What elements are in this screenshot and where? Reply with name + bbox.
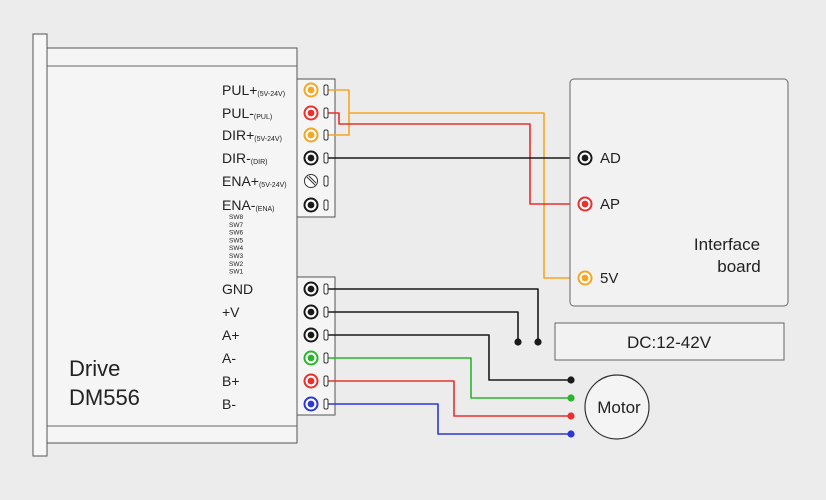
board-pin-label: AD [600, 150, 621, 167]
board-pin: AP [577, 196, 620, 213]
wire-junction [567, 430, 575, 438]
power-terminal-row: A- [222, 350, 329, 366]
dip-switch-label: SW5 [229, 237, 243, 244]
terminal-port [304, 174, 329, 188]
terminal-sublabel: (5V-24V) [254, 136, 282, 143]
dip-switch-label: SW3 [229, 253, 243, 260]
wire-b-plus [327, 380, 571, 417]
board-pin: AD [577, 150, 621, 167]
wire-b-minus [327, 403, 571, 435]
terminal-label: GND [222, 281, 253, 297]
terminal-port [303, 150, 329, 166]
power-terminal-block [296, 276, 336, 416]
terminal-port [303, 82, 329, 98]
wire-junction [567, 376, 575, 384]
terminal-label: A- [222, 350, 236, 366]
power-terminal-row: GND [222, 281, 329, 297]
terminal-label: A+ [222, 327, 240, 343]
interface-board-body [569, 78, 789, 307]
power-supply: DC:12-42V [554, 322, 785, 361]
wire-a-minus [327, 357, 571, 399]
dip-switch-label: SW1 [229, 269, 243, 276]
dip-switch-label: SW8 [229, 214, 243, 221]
power-supply-label: DC:12-42V [627, 333, 712, 352]
terminal-sublabel: (ENA) [255, 206, 274, 213]
terminal-label: +V [222, 304, 240, 320]
motor: Motor [584, 374, 650, 440]
driver-model: DM556 [69, 385, 140, 410]
board-pin-label: AP [600, 196, 620, 213]
signal-terminal-block [296, 78, 336, 218]
power-terminal-row: A+ [222, 327, 329, 343]
wire-junction [567, 394, 575, 402]
wire-ap [327, 112, 580, 205]
terminal-port [303, 127, 329, 143]
power-terminal-row: B- [222, 396, 329, 412]
dip-switch-label: SW4 [229, 245, 243, 252]
terminal-port [303, 197, 329, 213]
driver-mounting-flange [32, 33, 48, 457]
wire-a-plus [327, 334, 571, 381]
interface-board: Interface board AD AP 5V [569, 78, 789, 307]
terminal-sublabel: (DIR) [251, 159, 268, 166]
wires [327, 89, 580, 438]
terminal-port [303, 327, 329, 343]
terminal-port [303, 304, 329, 320]
wire-plus-v [327, 311, 519, 342]
board-pin-label: 5V [600, 270, 618, 287]
driver-body [46, 47, 298, 444]
terminal-sublabel: (PUL) [254, 114, 272, 121]
terminal-port [303, 281, 329, 297]
terminal-label: B+ [222, 373, 240, 389]
dip-switch-label: SW2 [229, 261, 243, 268]
dip-switch-label: SW7 [229, 222, 243, 229]
interface-board-pins: AD AP 5V [577, 150, 621, 287]
interface-board-title-line2: board [717, 257, 760, 276]
driver-name: Drive [69, 356, 120, 381]
interface-board-title-line1: Interface [694, 235, 760, 254]
wire-junction [514, 338, 522, 346]
power-supply-box [554, 322, 785, 361]
motor-circle [584, 374, 650, 440]
terminal-port [303, 350, 329, 366]
wire-junction [567, 412, 575, 420]
motor-label: Motor [597, 398, 641, 417]
power-terminal-row: +V [222, 304, 329, 320]
driver-unit: Drive DM556 [32, 33, 336, 457]
terminal-sublabel: (5V-24V) [259, 182, 287, 189]
wire-5v [349, 112, 580, 279]
terminal-sublabel: (5V-24V) [257, 91, 285, 98]
signal-terminal-row: PUL-(PUL) [222, 105, 329, 121]
wire-junction [534, 338, 542, 346]
power-terminal-row: B+ [222, 373, 329, 389]
power-terminals: GND +V A+ A- B+ B- [222, 281, 329, 412]
dip-switch-label: SW6 [229, 230, 243, 237]
wire-gnd [327, 288, 539, 342]
terminal-port [303, 105, 329, 121]
terminal-port [303, 396, 329, 412]
board-pin: 5V [577, 270, 618, 287]
terminal-label: B- [222, 396, 236, 412]
terminal-port [303, 373, 329, 389]
